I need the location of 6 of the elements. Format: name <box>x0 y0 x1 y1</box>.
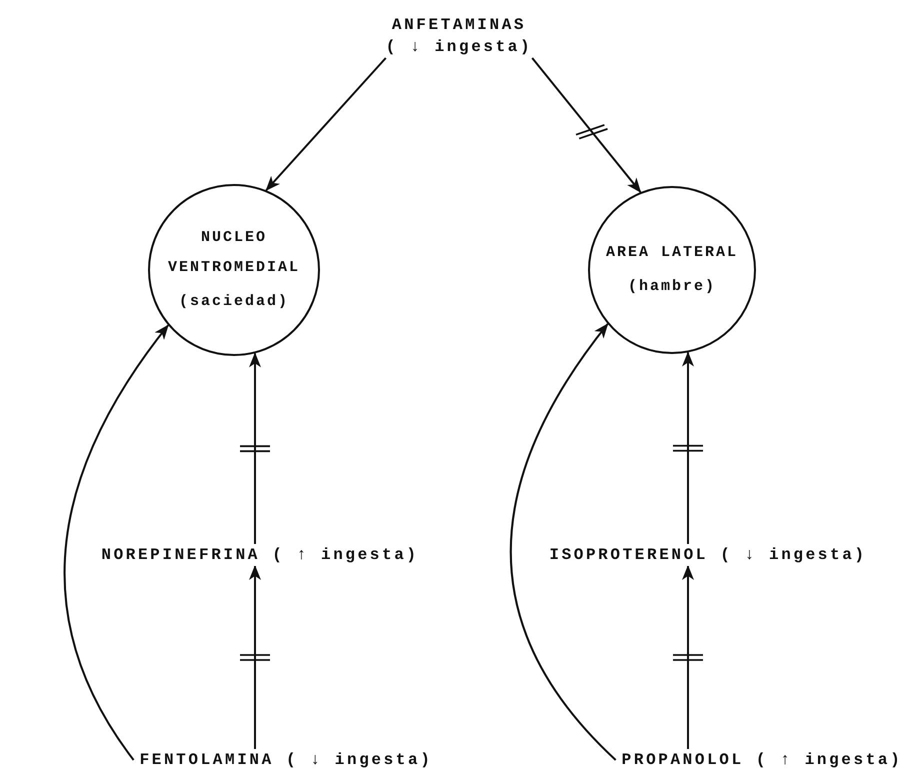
region-function: (hambre) <box>628 277 716 297</box>
region-function: (saciedad) <box>178 292 289 312</box>
region-name: AREA LATERAL <box>604 243 740 263</box>
region-circle <box>148 184 320 356</box>
region-name: NUCLEO VENTROMEDIAL <box>166 228 302 278</box>
region-circle <box>588 186 756 354</box>
